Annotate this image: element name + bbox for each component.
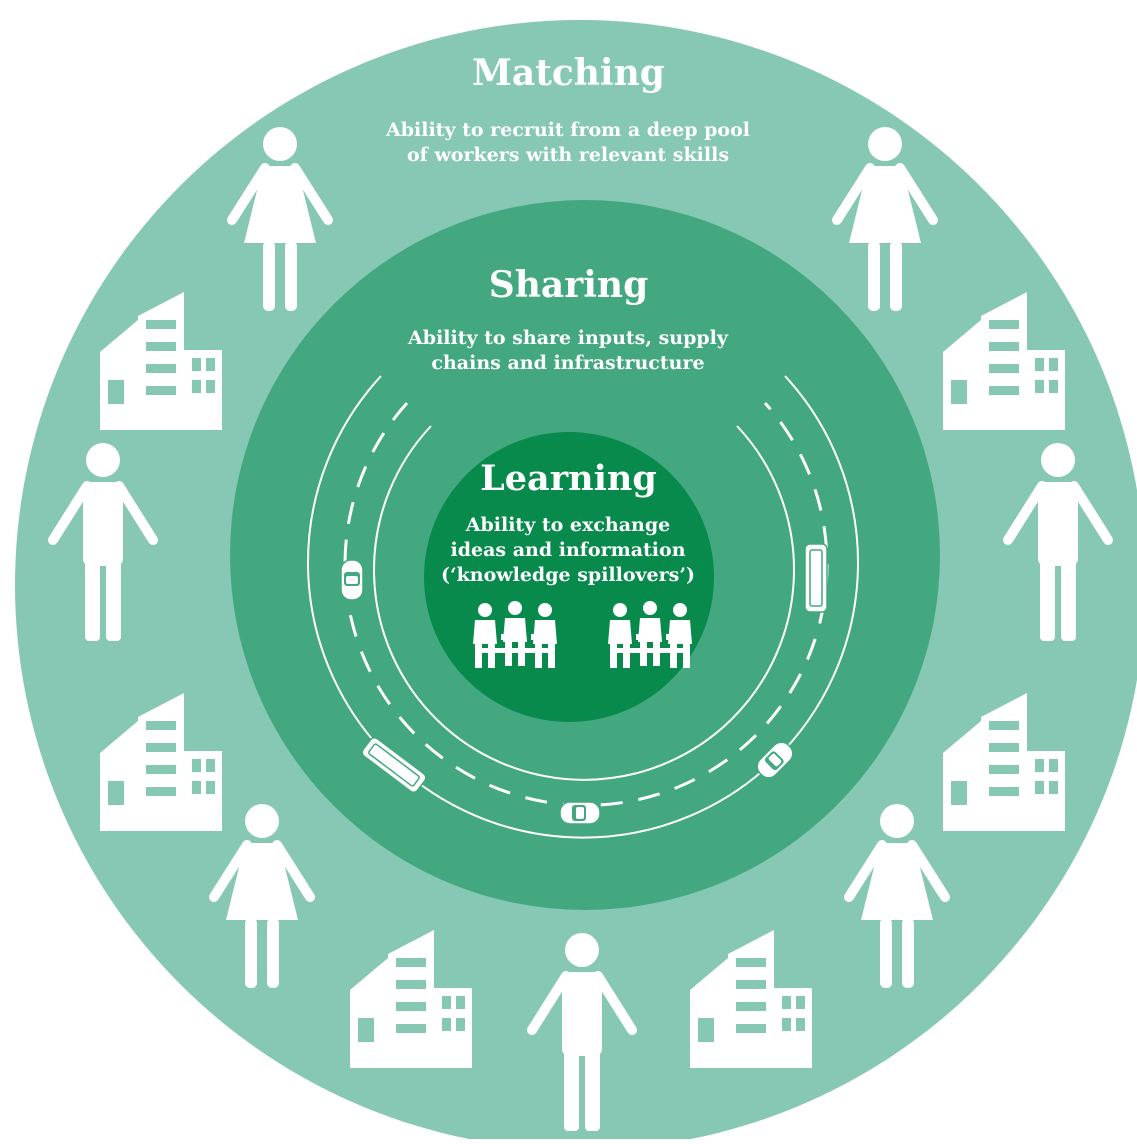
sharing-description: Ability to share inputs, supply chains a… <box>318 326 818 376</box>
description-line: of workers with relevant skills <box>406 144 730 166</box>
sharing-title: Sharing <box>488 264 649 306</box>
learning-title: Learning <box>480 458 657 499</box>
description-line: (‘knowledge spillovers’) <box>441 564 695 586</box>
road-inner-edge <box>373 425 795 781</box>
description-line: Ability to recruit from a deep pool <box>386 119 750 141</box>
matching-title: Matching <box>472 52 665 94</box>
car-icon <box>340 559 364 601</box>
car-icon <box>559 801 601 825</box>
description-line: ideas and information <box>450 539 686 561</box>
road-outer-edge <box>307 375 859 839</box>
description-line: chains and infrastructure <box>431 352 705 374</box>
matching-description: Ability to recruit from a deep pool of w… <box>318 118 818 168</box>
bus-icon <box>804 543 828 613</box>
description-line: Ability to exchange <box>465 514 671 536</box>
description-line: Ability to share inputs, supply <box>408 327 728 349</box>
learning-description: Ability to exchange ideas and informatio… <box>418 513 718 588</box>
